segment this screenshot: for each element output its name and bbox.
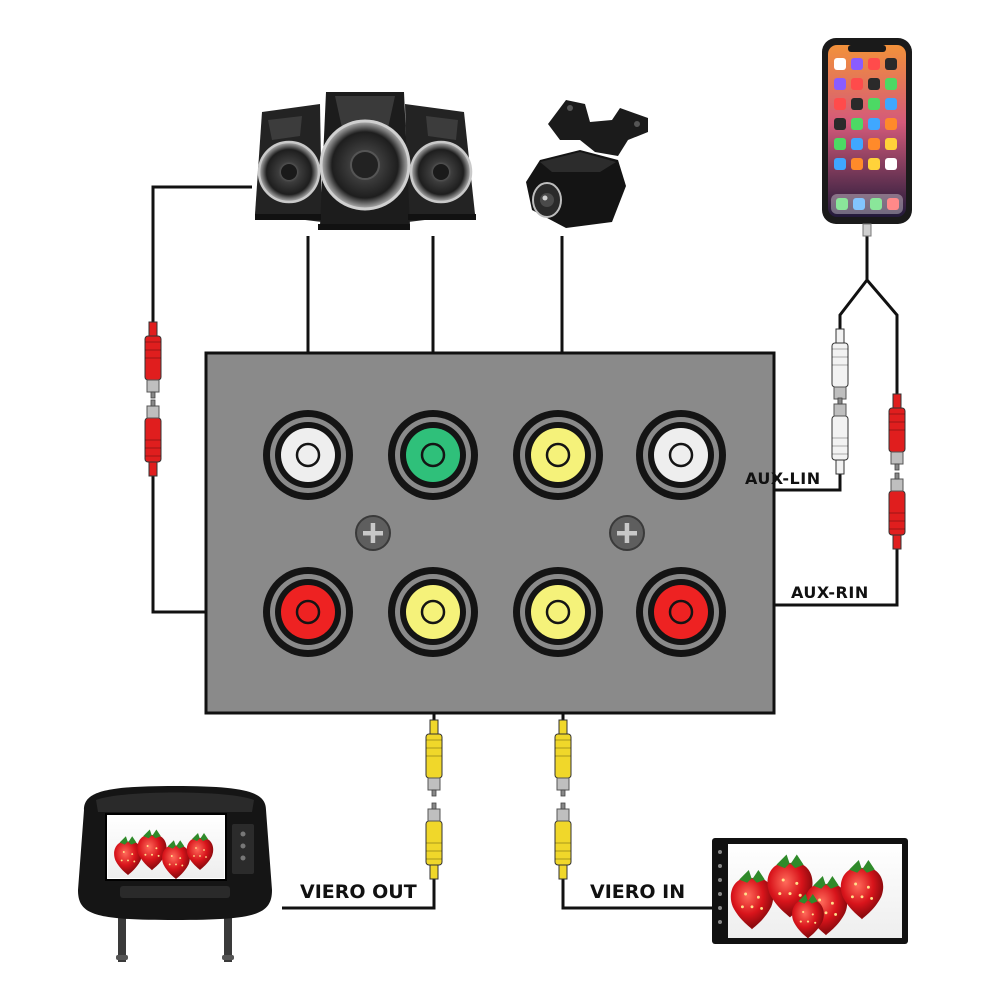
jack-top-2-green[interactable] xyxy=(388,410,478,500)
screw-icon xyxy=(355,515,391,551)
rca-plug-red-right-lower xyxy=(888,472,906,550)
phone-app-icon xyxy=(851,98,863,110)
phone-app-icon xyxy=(834,58,846,70)
phone-app-icon xyxy=(885,58,897,70)
rca-jacks xyxy=(263,410,726,657)
jack-bottom-3-yellow[interactable] xyxy=(513,567,603,657)
wire-aux-rin xyxy=(724,545,899,607)
phone-app-icon xyxy=(834,118,846,130)
rca-plug-yellow-out-upper xyxy=(425,719,443,797)
jack-bottom-2-yellow[interactable] xyxy=(388,567,478,657)
phone-app-icon xyxy=(834,158,846,170)
label-aux-lin: AUX-LIN xyxy=(745,469,821,488)
wire-video-in xyxy=(561,875,712,910)
phone-app-icon xyxy=(868,118,880,130)
jack-top-3-yellow[interactable] xyxy=(513,410,603,500)
phone-app-icon xyxy=(868,98,880,110)
phone-app-icon xyxy=(868,78,880,90)
rca-plugs xyxy=(144,321,906,880)
screw-icon xyxy=(609,515,645,551)
phone-dock-icon xyxy=(870,198,882,210)
phone-app-icon xyxy=(834,98,846,110)
rca-plug-red-left-upper xyxy=(144,321,162,399)
wire-speaker-left xyxy=(151,185,252,326)
phone-app-icon xyxy=(885,78,897,90)
phone-dock-icon xyxy=(836,198,848,210)
headrest-monitor-icon xyxy=(78,786,272,962)
rca-plug-red-right-upper xyxy=(888,393,906,471)
phone-app-icon xyxy=(851,58,863,70)
rca-plug-yellow-in-upper xyxy=(554,719,572,797)
phone-app-icon xyxy=(851,138,863,150)
backup-camera-icon xyxy=(526,100,648,228)
jack-bottom-1-red[interactable] xyxy=(263,567,353,657)
jack-top-1-white[interactable] xyxy=(263,410,353,500)
phone-app-icon xyxy=(868,158,880,170)
phone-dock-icon xyxy=(887,198,899,210)
rca-plug-red-left-lower xyxy=(144,399,162,477)
speaker-set-icon xyxy=(255,92,476,230)
label-video-out: VIERO OUT xyxy=(300,881,417,903)
rca-plug-white-upper xyxy=(831,328,849,406)
label-video-in: VIERO IN xyxy=(590,881,685,903)
rca-plug-yellow-in-lower xyxy=(554,802,572,880)
phone-app-icon xyxy=(851,118,863,130)
rca-plug-white-lower xyxy=(831,397,849,475)
wire-video-out xyxy=(282,875,436,910)
phone-app-icon xyxy=(885,98,897,110)
jack-top-4-white[interactable] xyxy=(636,410,726,500)
phone-dock-icon xyxy=(853,198,865,210)
phone-app-icon xyxy=(851,158,863,170)
phone-app-icon xyxy=(885,158,897,170)
wire-splitter-right xyxy=(865,279,899,398)
rca-panel xyxy=(204,351,776,715)
wire-splitter-left xyxy=(838,279,869,333)
smartphone-icon xyxy=(822,38,912,237)
phone-app-icon xyxy=(885,118,897,130)
rca-plug-yellow-out-lower xyxy=(425,802,443,880)
phone-app-icon xyxy=(868,58,880,70)
head-unit-display-icon xyxy=(712,838,908,944)
phone-app-icon xyxy=(868,138,880,150)
phone-app-icon xyxy=(834,138,846,150)
jack-bottom-4-red[interactable] xyxy=(636,567,726,657)
phone-app-grid xyxy=(834,58,899,210)
phone-app-icon xyxy=(851,78,863,90)
phone-app-icon xyxy=(885,138,897,150)
label-aux-rin: AUX-RIN xyxy=(791,583,869,602)
phone-app-icon xyxy=(834,78,846,90)
